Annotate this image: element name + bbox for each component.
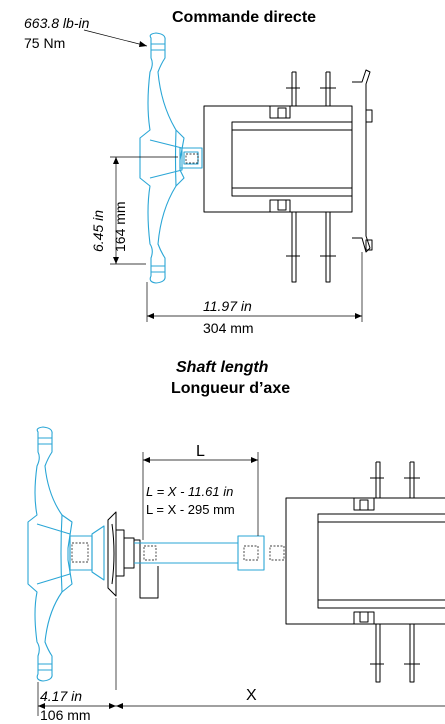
- x-dimension: [116, 703, 445, 709]
- title-commande-directe: Commande directe: [172, 9, 316, 26]
- switch-body-bottom: [285, 461, 445, 683]
- title-shaft-length: Shaft length: [176, 359, 269, 376]
- l-dimension: [142, 452, 259, 540]
- extended-handle-bottom: [27, 426, 105, 682]
- offset-imperial-label: 4.17 in: [40, 688, 82, 704]
- door-coupling: [107, 511, 159, 690]
- depth-metric-label: 304 mm: [203, 320, 254, 336]
- extension-shaft: [134, 535, 285, 571]
- height-imperial-label: 6.45 in: [90, 210, 106, 252]
- l-symbol-label: L: [196, 443, 205, 460]
- depth-dimension: [146, 252, 363, 322]
- top-view: Commande directe 663.8 lb-in 75 Nm 6.45 …: [24, 9, 373, 336]
- switch-body-top: [203, 69, 373, 283]
- depth-imperial-label: 11.97 in: [203, 298, 252, 314]
- direct-handle-top: [139, 32, 203, 284]
- torque-leader-line: [83, 29, 148, 47]
- x-symbol-label: X: [246, 687, 257, 704]
- height-metric-label: 164 mm: [112, 201, 128, 252]
- l-formula-metric-label: L = X - 295 mm: [146, 502, 235, 517]
- height-dimension: [110, 156, 178, 265]
- torque-imperial-label: 663.8 lb-in: [24, 15, 90, 31]
- offset-metric-label: 106 mm: [40, 707, 91, 723]
- torque-leader-arrow: [139, 41, 147, 47]
- l-formula-imperial-label: L = X - 11.61 in: [146, 484, 233, 499]
- bottom-view: L L = X - 11.61 in L = X - 295 mm 4.17 i…: [27, 426, 445, 723]
- torque-metric-label: 75 Nm: [24, 35, 65, 51]
- offset-dimension: [37, 682, 116, 716]
- title-longueur-axe: Longueur d’axe: [171, 380, 290, 397]
